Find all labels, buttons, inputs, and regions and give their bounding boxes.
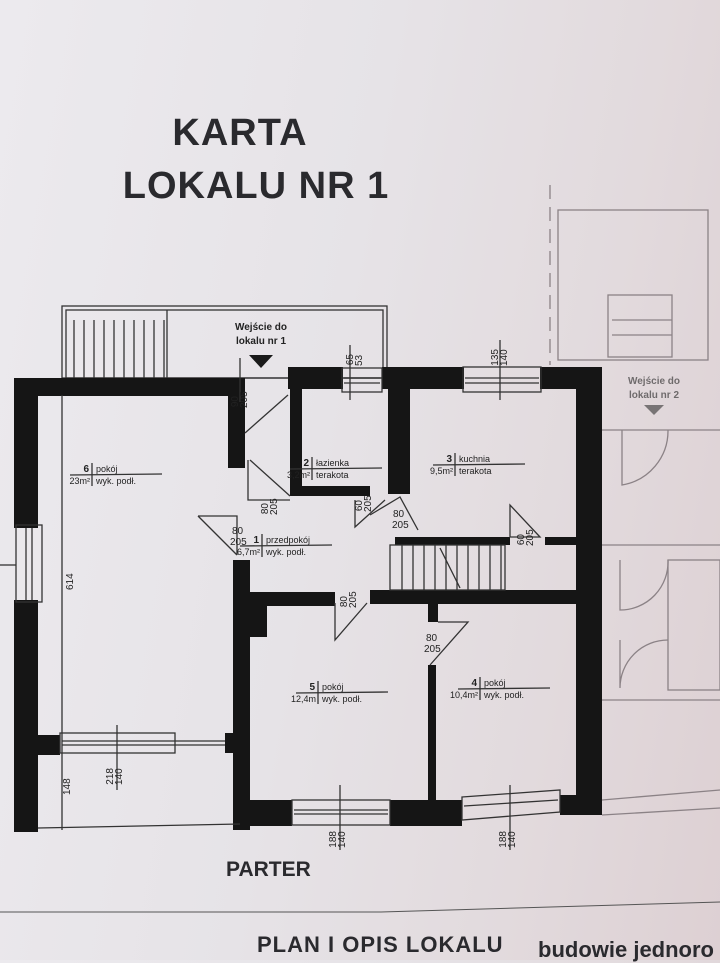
door-label: 205	[392, 520, 409, 531]
room-name: łazienka	[316, 458, 349, 468]
door-label: 205	[230, 537, 247, 548]
entrance-lokal-2: Wejście do lokalu nr 2	[628, 376, 680, 415]
room-name: pokój	[484, 678, 506, 688]
door-label: 90205	[230, 391, 250, 408]
dimension-lines	[0, 340, 511, 850]
room-number: 4	[471, 678, 477, 689]
entrance-1-line1: Wejście do	[235, 322, 287, 333]
door-label: 80	[232, 526, 244, 537]
document-title-line2: LOKALU NR 1	[122, 165, 390, 207]
window-label: 135140	[490, 349, 510, 366]
room-area: 10,4m²	[450, 690, 478, 700]
door-label: 80	[393, 509, 405, 520]
room-name: przedpokój	[266, 535, 310, 545]
room-floor: wyk. podł.	[95, 476, 136, 486]
door-label: 205	[424, 644, 441, 655]
walls	[14, 367, 602, 832]
staircase	[389, 544, 506, 591]
room-label: 6 pokój 23m² wyk. podł.	[69, 463, 163, 486]
door-label: 80205	[260, 498, 280, 515]
room-label: 1 przedpokój 6,7m² wyk. podł.	[237, 534, 333, 557]
room-label: 2 łazienka 3,2m² terakota	[287, 457, 383, 480]
dimension-label-614: 614	[65, 573, 76, 590]
room-floor: wyk. podł.	[265, 547, 306, 557]
room-label: 4 pokój 10,4m² wyk. podł.	[450, 677, 551, 700]
room-number: 5	[309, 682, 315, 693]
room-label: 3 kuchnia 9,5m² terakota	[430, 453, 526, 476]
door-swings	[197, 394, 542, 666]
room-number: 6	[83, 464, 89, 475]
door-label: 60205	[516, 529, 536, 546]
room-floor: terakota	[316, 470, 349, 480]
window-label: 218140	[105, 768, 125, 785]
window-label: 6553	[345, 354, 365, 366]
document-title-line1: KARTA	[172, 112, 308, 154]
entrance-1-line2: lokalu nr 1	[236, 336, 286, 347]
entrance-arrow-icon	[249, 355, 273, 368]
room-number: 3	[446, 454, 452, 465]
door-label: 80	[426, 633, 438, 644]
section-title: PLAN I OPIS LOKALU	[257, 932, 504, 957]
partial-text: budowie jednoro	[538, 937, 714, 962]
door-label: 60205	[354, 495, 374, 512]
window-label: 188140	[328, 831, 348, 848]
door-label: 80205	[339, 591, 359, 608]
window-label: 188140	[498, 831, 518, 848]
room-labels: 1 przedpokój 6,7m² wyk. podł. 2 łazienka 3,2m²…	[69, 453, 551, 704]
window-dimensions: 6553 135140 218140 188140 188140 614 148	[62, 349, 518, 848]
room-number: 2	[303, 458, 309, 469]
dimension-label-148: 148	[62, 778, 73, 795]
room-area: 12,4m	[291, 694, 316, 704]
room-area: 9,5m²	[430, 466, 453, 476]
entrance-lokal-1: Wejście do lokalu nr 1	[235, 322, 287, 368]
room-area: 23m²	[69, 476, 90, 486]
room-number: 1	[253, 535, 259, 546]
room-floor: wyk. podł.	[321, 694, 362, 704]
room-area: 6,7m²	[237, 547, 260, 557]
room-floor: wyk. podł.	[483, 690, 524, 700]
room-label: 5 pokój 12,4m wyk. podł.	[291, 681, 389, 704]
room-area: 3,2m²	[287, 470, 310, 480]
entrance-arrow-icon	[644, 405, 664, 415]
room-name: pokój	[322, 682, 344, 692]
room-floor: terakota	[459, 466, 492, 476]
floor-label: PARTER	[226, 858, 311, 881]
room-name: kuchnia	[459, 454, 490, 464]
door-dimensions: 90205 80205 80 205 60205 80 205 60205 80…	[230, 391, 536, 655]
divider	[379, 901, 720, 913]
neighbor-unit-outline	[549, 185, 720, 816]
entrance-2-line2: lokalu nr 2	[629, 390, 679, 401]
room-name: pokój	[96, 464, 118, 474]
entrance-2-line1: Wejście do	[628, 376, 680, 387]
